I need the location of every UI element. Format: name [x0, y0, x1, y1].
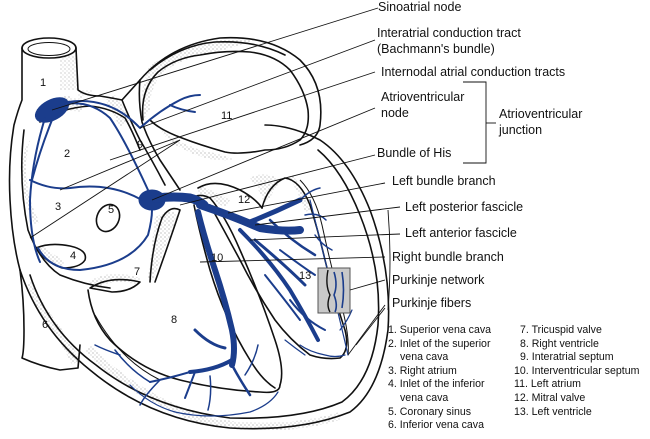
region-number-4: 4	[70, 250, 76, 262]
label-av-node: Atrioventricular	[381, 90, 465, 104]
legend-item: 7. Tricuspid valve	[520, 324, 602, 336]
region-number-5: 5	[108, 204, 114, 216]
label-interatrial-tract: Interatrial conduction tract	[377, 26, 521, 40]
legend-item: 11. Left atrium	[514, 378, 581, 391]
label-av-junction: Atrioventricular	[499, 107, 583, 121]
legend-item: vena cava	[400, 391, 449, 404]
legend-column-1: 1. Superior vena cava 2. Inlet of the su…	[388, 324, 491, 433]
label-right-bundle-branch: Right bundle branch	[392, 250, 504, 264]
region-number-13: 13	[299, 270, 311, 282]
legend-item: vena cava	[400, 351, 449, 364]
leader-lines	[29, 7, 496, 356]
heart-outline	[8, 36, 390, 430]
region-number-11: 11	[221, 110, 232, 122]
region-numbers: 1 2 3 4 5 6 7 8 9 10 11 12 13	[40, 77, 311, 331]
legend-item: 1. Superior vena cava	[388, 324, 492, 336]
legend-item: 4. Inlet of the inferior	[388, 378, 485, 391]
region-number-6: 6	[42, 319, 48, 331]
region-number-8: 8	[171, 314, 177, 326]
legend-item: 8. Right ventricle	[520, 337, 599, 350]
label-left-anterior-fascicle: Left anterior fascicle	[405, 226, 517, 240]
label-left-posterior-fascicle: Left posterior fascicle	[405, 200, 524, 214]
label-av-junction-2: junction	[499, 123, 543, 137]
region-number-12: 12	[238, 194, 250, 206]
region-number-3: 3	[55, 201, 61, 213]
legend-item: 12. Mitral valve	[514, 391, 586, 404]
label-bachmanns-bundle: (Bachmann's bundle)	[377, 42, 495, 56]
stipple-shading	[22, 39, 340, 431]
label-left-bundle-branch: Left bundle branch	[392, 174, 496, 188]
purkinje-network-inset	[317, 267, 351, 314]
label-av-node-2: node	[381, 106, 409, 120]
region-number-7: 7	[134, 266, 140, 278]
region-number-9: 9	[137, 139, 143, 151]
legend-item: 13. Left ventricle	[514, 405, 592, 418]
region-number-1: 1	[40, 77, 46, 89]
legend-item: 9. Interatrial septum	[520, 351, 614, 364]
label-purkinje-fibers: Purkinje fibers	[392, 296, 472, 310]
label-sinoatrial-node: Sinoatrial node	[378, 0, 462, 14]
legend-item: 2. Inlet of the superior	[388, 337, 491, 350]
label-internodal-tracts: Internodal atrial conduction tracts	[381, 65, 566, 79]
legend-column-2: 7. Tricuspid valve 8. Right ventricle 9.…	[514, 324, 639, 419]
region-number-2: 2	[64, 148, 70, 160]
label-purkinje-network: Purkinje network	[392, 273, 485, 287]
legend-item: 5. Coronary sinus	[388, 405, 472, 418]
region-number-10: 10	[211, 252, 223, 264]
legend-item: 3. Right atrium	[388, 364, 457, 377]
label-bundle-of-his: Bundle of His	[377, 146, 452, 160]
legend-item: 6. Inferior vena cava	[388, 419, 484, 432]
legend-item: 10. Interventricular septum	[514, 364, 640, 377]
